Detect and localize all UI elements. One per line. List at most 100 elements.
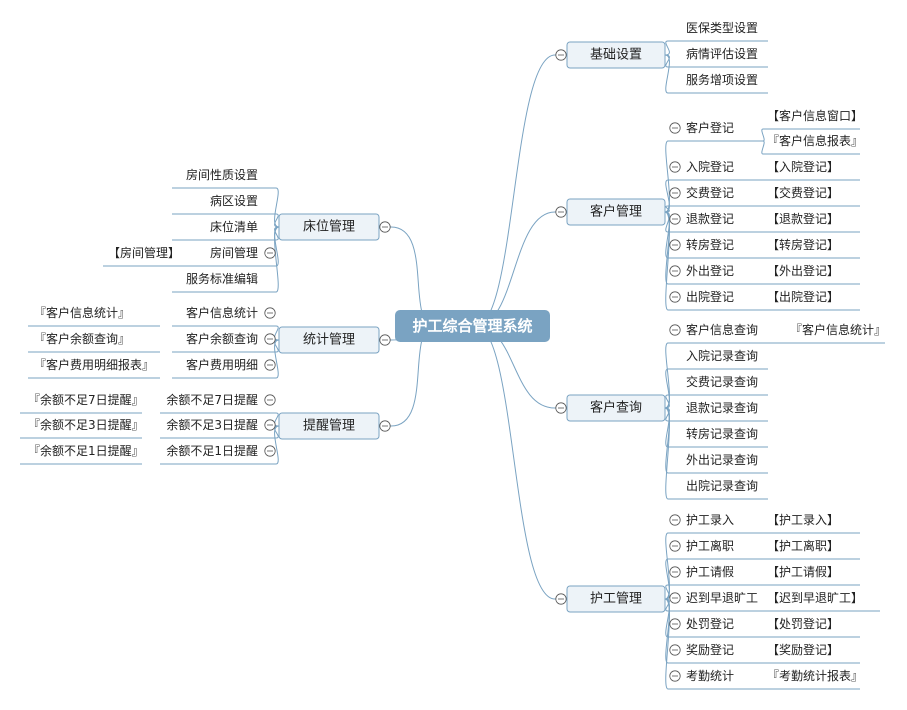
sub-leaf-node[interactable]: 『余额不足3日提醒』 [28, 417, 144, 432]
sub-leaf-node[interactable]: 【迟到早退旷工】 [767, 591, 863, 605]
leaf-node[interactable]: 余额不足1日提醒 [166, 443, 258, 458]
leaf-node[interactable]: 转房登记 [686, 237, 734, 252]
sub-leaf-node[interactable]: 【房间管理】 [108, 245, 180, 260]
leaf-node[interactable]: 护工离职 [686, 538, 734, 553]
collapse-minus-icon[interactable] [669, 514, 681, 526]
leaf-node[interactable]: 外出登记 [686, 263, 734, 278]
sub-leaf-node[interactable]: 『余额不足7日提醒』 [28, 392, 144, 407]
leaf-node[interactable]: 医保类型设置 [686, 21, 758, 35]
leaf-node[interactable]: 余额不足3日提醒 [166, 417, 258, 432]
collapse-minus-icon[interactable] [669, 291, 681, 303]
sub-leaf-node[interactable]: 『考勤统计报表』 [767, 668, 863, 683]
branch-label[interactable]: 基础设置 [590, 48, 642, 63]
sub-leaf-node[interactable]: 【交费登记】 [767, 185, 839, 200]
collapse-minus-icon[interactable] [669, 187, 681, 199]
collapse-minus-icon[interactable] [555, 402, 567, 414]
leaf-node[interactable]: 余额不足7日提醒 [166, 392, 258, 407]
branch-label[interactable]: 客户管理 [590, 204, 642, 220]
collapse-minus-icon[interactable] [669, 122, 681, 134]
sub-leaf-node[interactable]: 【客户信息窗口】 [767, 108, 863, 123]
collapse-minus-icon[interactable] [669, 540, 681, 552]
sub-leaf-node[interactable]: 【护工请假】 [767, 565, 839, 579]
leaf-node[interactable]: 客户登记 [686, 120, 734, 135]
leaf-node[interactable]: 退款登记 [686, 211, 734, 226]
collapse-minus-icon[interactable] [264, 247, 276, 259]
leaf-node[interactable]: 客户费用明细 [186, 357, 258, 372]
sub-leaf-node[interactable]: 【处罚登记】 [767, 616, 839, 631]
branch-label[interactable]: 统计管理 [303, 333, 355, 348]
leaf-node[interactable]: 护工请假 [686, 565, 734, 579]
collapse-minus-icon[interactable] [555, 49, 567, 61]
sub-leaf-node[interactable]: 【奖励登记】 [767, 642, 839, 657]
leaf-node[interactable]: 交费记录查询 [686, 374, 758, 389]
collapse-minus-icon[interactable] [379, 334, 391, 346]
leaf-node[interactable]: 客户信息统计 [186, 305, 258, 320]
collapse-minus-icon[interactable] [669, 566, 681, 578]
leaf-node[interactable]: 入院登记 [686, 159, 734, 174]
leaf-node[interactable]: 房间管理 [210, 245, 258, 260]
branch-node-stats[interactable] [278, 326, 380, 354]
leaf-node[interactable]: 客户信息查询 [686, 322, 758, 337]
leaf-node[interactable]: 客户余额查询 [186, 331, 258, 346]
collapse-minus-icon[interactable] [264, 359, 276, 371]
leaf-node[interactable]: 入院记录查询 [686, 349, 758, 363]
collapse-minus-icon[interactable] [669, 239, 681, 251]
root-title[interactable]: 护工综合管理系统 [412, 317, 532, 335]
branch-node-bed[interactable] [278, 213, 380, 241]
branch-node-customer[interactable] [566, 198, 666, 226]
collapse-minus-icon[interactable] [555, 206, 567, 218]
branch-label[interactable]: 客户查询 [590, 400, 642, 416]
leaf-node[interactable]: 护工录入 [686, 513, 734, 527]
leaf-node[interactable]: 奖励登记 [686, 642, 734, 657]
sub-leaf-node[interactable]: 『客户信息统计』 [34, 305, 130, 320]
leaf-node[interactable]: 出院登记 [686, 289, 734, 304]
sub-leaf-node[interactable]: 【护工离职】 [767, 538, 839, 553]
sub-leaf-node[interactable]: 『客户余额查询』 [34, 331, 130, 346]
collapse-minus-icon[interactable] [264, 394, 276, 406]
leaf-node[interactable]: 交费登记 [686, 185, 734, 200]
leaf-node[interactable]: 病区设置 [210, 193, 258, 208]
collapse-minus-icon[interactable] [555, 593, 567, 605]
branch-node-nurse[interactable] [566, 585, 666, 613]
leaf-node[interactable]: 床位清单 [210, 219, 258, 234]
collapse-minus-icon[interactable] [669, 324, 681, 336]
collapse-minus-icon[interactable] [669, 644, 681, 656]
leaf-node[interactable]: 出院记录查询 [686, 479, 758, 493]
root-node[interactable] [395, 310, 550, 342]
leaf-node[interactable]: 房间性质设置 [186, 167, 258, 182]
sub-leaf-node[interactable]: 『余额不足1日提醒』 [28, 443, 144, 458]
sub-leaf-node[interactable]: 【外出登记】 [767, 263, 839, 278]
collapse-minus-icon[interactable] [669, 213, 681, 225]
branch-node-query[interactable] [566, 394, 666, 422]
branch-label[interactable]: 护工管理 [590, 592, 642, 607]
leaf-node[interactable]: 外出记录查询 [686, 453, 758, 467]
leaf-node[interactable]: 迟到早退旷工 [686, 591, 758, 605]
collapse-minus-icon[interactable] [264, 307, 276, 319]
sub-leaf-node[interactable]: 【出院登记】 [767, 289, 839, 304]
collapse-minus-icon[interactable] [669, 592, 681, 604]
leaf-node[interactable]: 转房记录查询 [686, 426, 758, 441]
sub-leaf-node[interactable]: 『客户信息报表』 [767, 133, 863, 148]
leaf-node[interactable]: 考勤统计 [686, 669, 734, 683]
collapse-minus-icon[interactable] [264, 333, 276, 345]
collapse-minus-icon[interactable] [264, 445, 276, 457]
collapse-minus-icon[interactable] [379, 221, 391, 233]
leaf-node[interactable]: 服务标准编辑 [186, 271, 258, 286]
collapse-minus-icon[interactable] [669, 161, 681, 173]
branch-label[interactable]: 提醒管理 [303, 418, 355, 434]
collapse-minus-icon[interactable] [669, 618, 681, 630]
leaf-node[interactable]: 病情评估设置 [686, 46, 758, 61]
collapse-minus-icon[interactable] [264, 419, 276, 431]
sub-leaf-node[interactable]: 【转房登记】 [767, 237, 839, 252]
branch-node-remind[interactable] [278, 412, 380, 440]
sub-leaf-node[interactable]: 『客户信息统计』 [790, 322, 886, 337]
sub-leaf-node[interactable]: 『客户费用明细报表』 [34, 357, 154, 372]
branch-label[interactable]: 床位管理 [303, 220, 355, 235]
sub-leaf-node[interactable]: 【护工录入】 [767, 513, 839, 527]
sub-leaf-node[interactable]: 【退款登记】 [767, 211, 839, 226]
collapse-minus-icon[interactable] [669, 670, 681, 682]
collapse-minus-icon[interactable] [669, 265, 681, 277]
sub-leaf-node[interactable]: 【入院登记】 [767, 159, 839, 174]
branch-node-basic[interactable] [566, 41, 666, 69]
leaf-node[interactable]: 处罚登记 [686, 616, 734, 631]
